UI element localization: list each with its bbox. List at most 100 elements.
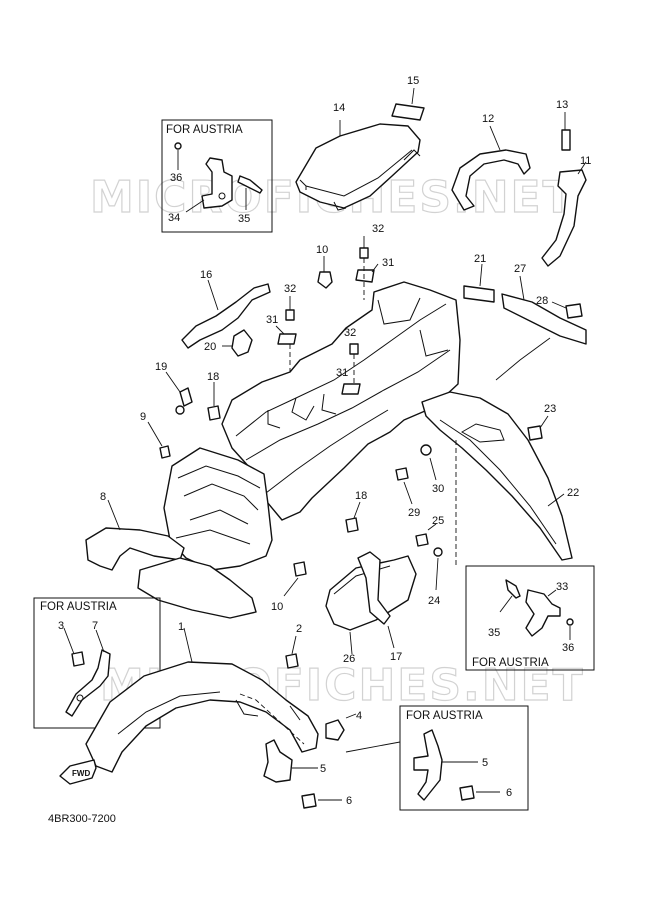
part-4-reflector xyxy=(325,719,345,741)
part-10-bolt-bottom xyxy=(293,561,307,577)
part-23-bolt xyxy=(527,425,543,441)
part-35-screw-right xyxy=(505,579,521,599)
part-19-bolt xyxy=(179,387,193,407)
callout-13: 13 xyxy=(556,99,568,111)
part-25-nut xyxy=(415,533,429,547)
part-36-washer xyxy=(174,142,182,150)
callout-1: 1 xyxy=(178,621,184,633)
part-31-nut-c xyxy=(341,383,361,395)
part-13-bolt xyxy=(561,129,571,151)
part-15-emblem xyxy=(391,103,425,121)
callout-9: 9 xyxy=(140,411,146,423)
part-32-screw-b xyxy=(285,309,295,321)
part-35-screw xyxy=(237,175,263,194)
part-2-bolt xyxy=(285,653,299,669)
austria-box-bottom-left: FOR AUSTRIA xyxy=(33,597,161,729)
callout-11: 11 xyxy=(580,155,591,167)
austria-box-top-left: FOR AUSTRIA xyxy=(161,119,273,233)
part-18-grommet-left xyxy=(207,405,221,421)
part-main-rear-fender xyxy=(221,281,461,521)
part-1-front-fender xyxy=(85,661,319,773)
part-9-clip xyxy=(159,445,171,459)
callout-22: 22 xyxy=(567,487,579,499)
callout-2: 2 xyxy=(296,623,302,635)
callout-31-c: 31 xyxy=(336,367,348,379)
part-20-clamp xyxy=(231,329,253,357)
callout-12: 12 xyxy=(482,113,494,125)
part-31-nut-b xyxy=(277,333,297,345)
callout-8: 8 xyxy=(100,491,106,503)
callout-6-right: 6 xyxy=(506,787,512,799)
callout-31-a: 31 xyxy=(382,257,394,269)
part-16-bracket xyxy=(181,283,271,349)
callout-16: 16 xyxy=(200,269,212,281)
diagram-code: 4BR300-7200 xyxy=(48,813,116,825)
callout-34: 34 xyxy=(168,212,180,224)
part-36-washer-right xyxy=(566,618,574,626)
callout-24: 24 xyxy=(428,595,440,607)
callout-4: 4 xyxy=(356,710,362,722)
callout-18-right: 18 xyxy=(355,490,367,502)
callout-32-c: 32 xyxy=(344,327,356,339)
part-17-strap xyxy=(357,551,391,625)
callout-36-top: 36 xyxy=(170,172,182,184)
part-inner-tray xyxy=(137,557,257,619)
callout-18-left: 18 xyxy=(207,371,219,383)
part-22-rear-fender xyxy=(421,391,573,561)
callout-7: 7 xyxy=(92,620,98,632)
austria-label-bottom-right: FOR AUSTRIA xyxy=(406,710,483,722)
callout-29: 29 xyxy=(408,507,420,519)
callout-5-right: 5 xyxy=(482,757,488,769)
callout-10-top: 10 xyxy=(316,244,328,256)
callout-6-left: 6 xyxy=(346,795,352,807)
part-33-bracket xyxy=(525,589,561,637)
austria-label-top-left: FOR AUSTRIA xyxy=(166,124,243,136)
callout-3: 3 xyxy=(58,620,64,632)
part-6-bolt-right xyxy=(459,785,475,801)
callout-32-a: 32 xyxy=(372,223,384,235)
part-10-bolt-top xyxy=(317,271,333,289)
fwd-arrow-icon: FWD xyxy=(59,759,97,785)
part-32-screw-a xyxy=(359,247,369,259)
austria-box-right: FOR AUSTRIA xyxy=(465,565,595,671)
callout-20: 20 xyxy=(204,341,216,353)
callout-36-right: 36 xyxy=(562,642,574,654)
part-21-pad xyxy=(463,285,495,303)
part-8-flap xyxy=(85,527,185,571)
part-29-nut xyxy=(395,467,409,481)
austria-label-right: FOR AUSTRIA xyxy=(472,657,549,669)
part-3-bolt xyxy=(71,651,85,667)
part-30-washer xyxy=(420,444,432,456)
callout-19: 19 xyxy=(155,361,167,373)
callout-5-left: 5 xyxy=(320,763,326,775)
callout-28: 28 xyxy=(536,295,548,307)
callout-30: 30 xyxy=(432,483,444,495)
part-12-grab-bar xyxy=(451,149,531,211)
part-11-grab-bracket xyxy=(541,169,587,267)
part-18-grommet-right xyxy=(345,517,359,533)
callout-14: 14 xyxy=(333,102,345,114)
part-5-bracket-right xyxy=(413,729,443,801)
callout-33: 33 xyxy=(556,581,568,593)
callout-26: 26 xyxy=(343,653,355,665)
austria-box-bottom-right: FOR AUSTRIA xyxy=(399,705,529,811)
part-32-screw-c xyxy=(349,343,359,355)
callout-31-b: 31 xyxy=(266,314,278,326)
callout-10-bottom: 10 xyxy=(271,601,283,613)
austria-label-bottom-left: FOR AUSTRIA xyxy=(40,601,117,613)
callout-27: 27 xyxy=(514,263,526,275)
part-6-bolt-left xyxy=(301,793,317,809)
part-24-washer xyxy=(433,547,443,557)
callout-35-top: 35 xyxy=(238,213,250,225)
part-28-bolt xyxy=(565,303,583,319)
part-5-bracket-left xyxy=(263,739,293,783)
callout-17: 17 xyxy=(390,651,402,663)
fwd-label: FWD xyxy=(72,769,90,778)
callout-32-b: 32 xyxy=(284,283,296,295)
callout-21: 21 xyxy=(474,253,486,265)
part-31-nut-a xyxy=(355,269,375,283)
callout-23: 23 xyxy=(544,403,556,415)
callout-25: 25 xyxy=(432,515,444,527)
callout-35-right: 35 xyxy=(488,627,500,639)
